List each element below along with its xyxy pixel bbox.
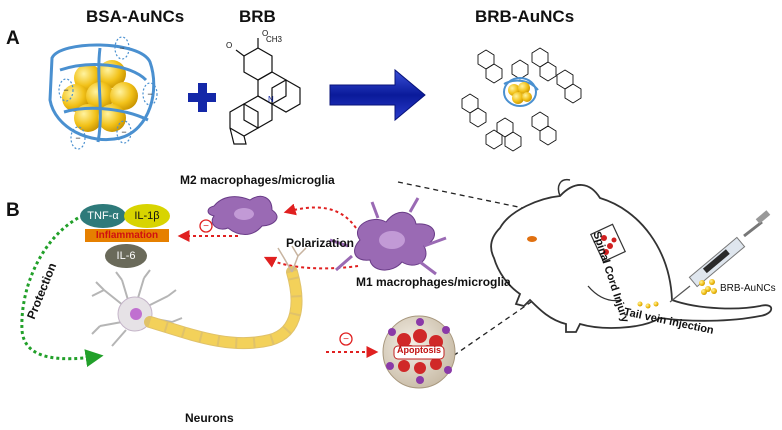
m2-macrophage-icon [207, 195, 278, 235]
neurons-label: Neurons [185, 411, 234, 425]
svg-text:−: − [75, 133, 80, 143]
polarization-arrows [263, 203, 359, 270]
neuron-icon [91, 245, 307, 350]
svg-text:−: − [119, 43, 124, 53]
il1b-label: IL-1β [134, 210, 160, 222]
particles-label: BRB-AuNCs [720, 283, 776, 294]
svg-text:−: − [121, 127, 126, 137]
brb-methyl: CH3 [266, 35, 283, 44]
bsa-aunc-icon: − − − − − [48, 36, 158, 150]
panel-a-label: A [6, 28, 20, 49]
inflammation-label: Inflammation [95, 230, 159, 241]
brb-methoxy-1: O [262, 29, 269, 38]
brb-aunc-title: BRB-AuNCs [475, 7, 575, 26]
syringe-icon [669, 210, 771, 303]
brb-aunc-complex-icon [461, 47, 582, 152]
brb-methoxy-2: O [226, 41, 233, 50]
m1-macrophage-icon [329, 197, 447, 276]
svg-text:−: − [63, 85, 68, 95]
bsa-aunc-title: BSA-AuNCs [86, 7, 185, 26]
tnf-alpha-label: TNF-α [87, 210, 119, 222]
plus-icon [188, 83, 216, 112]
m2-label: M2 macrophages/microglia [180, 173, 335, 187]
m1-label: M1 macrophages/microglia [356, 275, 511, 289]
inhibit-symbol-1: − [203, 221, 209, 232]
brb-nitrogen: N [268, 95, 274, 104]
apoptosis-sphere-icon [382, 315, 456, 389]
reaction-arrow-icon [329, 68, 426, 122]
mouse-icon [490, 178, 773, 333]
apoptosis-label: Apoptosis [397, 345, 441, 355]
protection-arrow [20, 216, 104, 368]
polarization-label: Polarization [286, 236, 355, 250]
brb-title: BRB [239, 7, 276, 26]
inhibit-arrows [177, 230, 379, 358]
inhibit-symbol-2: − [343, 334, 349, 345]
brb-structure-icon [229, 38, 301, 145]
panel-b-label: B [6, 200, 20, 221]
particles-icon [637, 279, 717, 309]
il6-label: IL-6 [116, 250, 136, 262]
inhibit-circle-icons [199, 219, 353, 346]
injury-site-icon [589, 223, 627, 263]
svg-text:−: − [147, 89, 152, 99]
cytokine-cluster [80, 204, 170, 268]
